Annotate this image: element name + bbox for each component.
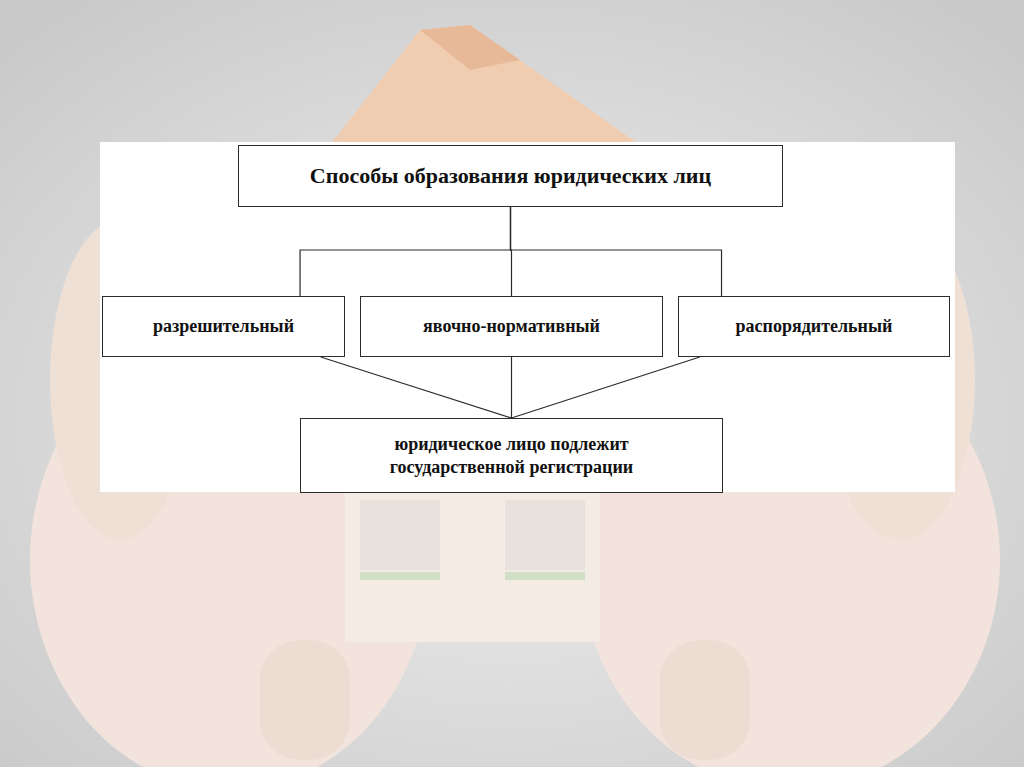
diagram-panel [100, 142, 955, 492]
connector-line [300, 207, 510, 296]
box-text: распорядительный [736, 315, 893, 338]
box-text: разрешительный [153, 315, 294, 338]
flower-box [505, 572, 585, 580]
method-box: распорядительный [678, 296, 950, 357]
house-window [360, 500, 440, 570]
house-window [505, 500, 585, 570]
result-box: юридическое лицо подлежит государственно… [300, 418, 723, 493]
connector-line [321, 357, 512, 418]
house-roof [330, 25, 640, 145]
box-text: юридическое лицо подлежит государственно… [362, 433, 662, 478]
heading-box: Способы образования юридических лиц [238, 145, 783, 207]
connector-line [511, 207, 722, 296]
finger [660, 640, 750, 760]
method-box: разрешительный [102, 296, 345, 357]
flower-box [360, 572, 440, 580]
connector-line [512, 357, 700, 418]
box-text: явочно-нормативный [423, 315, 600, 338]
connector-line [511, 357, 512, 418]
house-wall [345, 492, 600, 642]
finger [260, 640, 350, 760]
box-text: Способы образования юридических лиц [310, 162, 711, 190]
roof-ridge [420, 25, 520, 70]
method-box: явочно-нормативный [360, 296, 663, 357]
